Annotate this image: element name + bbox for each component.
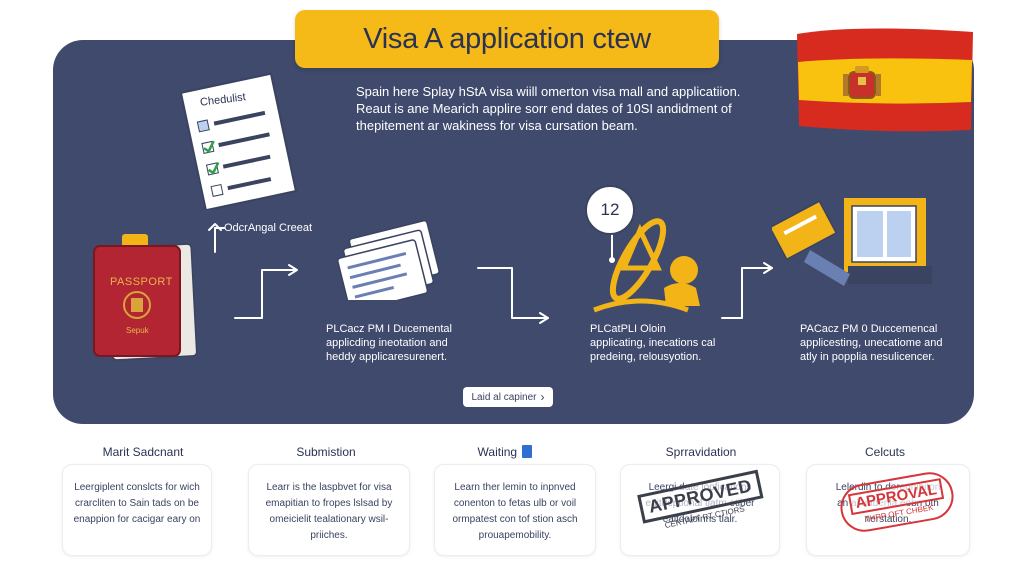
step-heading: Sprravidation [665,445,737,459]
intro-line: Reaut is ane Mearich applire sorr end da… [356,101,732,116]
branch-label: OdcrAngal Creeat [224,222,313,234]
step-heading: Marit Sadcnant [102,445,184,459]
card-line: conenton to fetas ulb or voil [453,498,577,509]
card-line: omeicielit tealationary wsil- [269,514,389,525]
card-line: priiches. [310,530,348,541]
card-line: eaitdoloinns tlalr. [662,514,738,525]
step-card-3: Learn ther lemin to inpnved conenton to … [434,464,596,556]
passport-icon: PASSPORT Sepuk [88,232,198,362]
stage-line: PLCatPLI Oloin [590,323,666,335]
spain-flag-icon [797,28,973,132]
delivery-box-icon [772,198,932,286]
stage-line: predeing, relousyotion. [590,351,702,363]
card-line: Learr is the laspbvet for visa [266,482,392,493]
card-line: Leergiplent conslcts for wich [74,482,200,493]
passport-sub: Sepuk [126,326,149,335]
stage-line: heddy applicaresurenert. [326,351,448,363]
stage-line: applicding ineotation and [326,337,448,349]
stage-text-documents: PLCacz PM I Ducemental applicding ineota… [326,322,452,364]
stage-line: applicesting, unecatiome and [800,337,943,349]
intro-line: thepitement ar wakiness for visa cursati… [356,118,638,133]
card-line: emapitian to fropes lslsad by [265,498,393,509]
learn-more-button[interactable]: Laid al capiner › [463,387,553,407]
stage-text-result: PACacz PM 0 Duccemencal applicesting, un… [800,322,942,364]
step-card-2: Learr is the laspbvet for visa emapitian… [248,464,410,556]
card-line: prouapemobility. [478,530,552,541]
step-heading: Celcuts [864,445,905,459]
learn-more-label: Laid al capiner [471,391,537,403]
clock-number: 12 [600,200,620,219]
checklist-icon [179,72,298,210]
clock-badge: 12 [585,185,635,235]
documents-icon [337,220,440,300]
step-card-1: Leergiplent conslcts for wich crarcliten… [62,464,212,556]
waiting-clock-icon: 12 [580,180,720,315]
page-title: Visa A application ctew [363,22,651,55]
card-line: enappion for cacigar eary on [73,514,201,525]
stage-line: atly in popplia nesulicencer. [800,351,935,363]
title-banner: Visa A application ctew [295,10,719,68]
card-line: nerstation. [864,514,912,525]
intro-text: Spain here Splay hStA visa wiill omerton… [356,83,741,134]
chevron-right-icon: › [540,390,545,404]
stage-line: PACacz PM 0 Duccemencal [800,323,938,335]
card-line: Learn ther lemin to inpnved [454,482,576,493]
stage-line: PLCacz PM I Ducemental [326,323,452,335]
stage-line: applicating, inecations cal [590,337,716,349]
step-heading-waiting: Waiting [420,445,590,459]
document-icon [522,445,533,458]
step-heading-label: Waiting [477,445,518,459]
card-line: ormpatest con tof stion asch [452,514,578,525]
passport-label: PASSPORT [110,276,173,288]
card-line: crarcliten to Sain tads on be [75,498,199,509]
intro-line: Spain here Splay hStA visa wiill omerton… [356,84,741,99]
step-heading: Submistion [296,445,356,459]
stage-text-waiting: PLCatPLI Oloin applicating, inecations c… [590,322,715,364]
